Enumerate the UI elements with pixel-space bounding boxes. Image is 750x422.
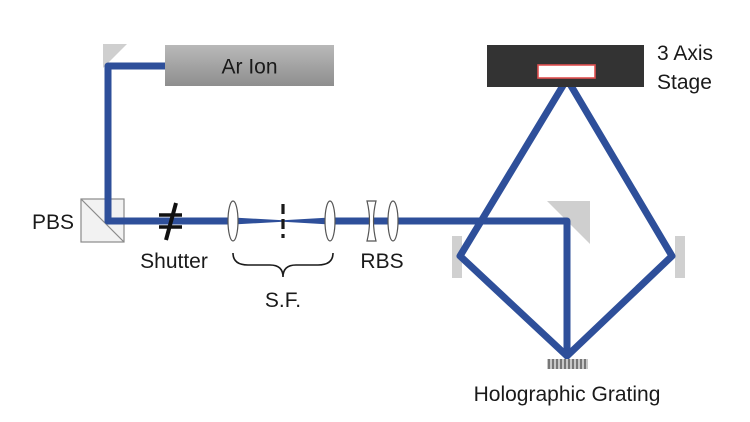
- holographic-grating: [547, 359, 588, 369]
- stage-label-line2: Stage: [657, 71, 712, 94]
- lens-sf-2: [324, 200, 336, 242]
- rbs-convex-lens: [387, 200, 399, 242]
- rbs-label: RBS: [360, 250, 403, 273]
- mirror-top-left: [103, 44, 127, 68]
- lens-sf-1: [227, 200, 239, 242]
- beam-sf-focus: [233, 217, 283, 225]
- ar-ion-laser: [165, 45, 334, 86]
- beam-sf-diverge: [283, 217, 330, 225]
- sample: [537, 64, 596, 79]
- beam-laser-out: [104, 62, 169, 225]
- sf-label: S.F.: [265, 289, 301, 312]
- pbs-label: PBS: [32, 211, 74, 234]
- shutter-label: Shutter: [140, 250, 208, 273]
- sf-brace: [232, 252, 334, 278]
- beam-after-sf: [326, 217, 571, 360]
- shutter-icon: [159, 202, 182, 241]
- mirror-right-side: [675, 236, 685, 278]
- grating-label: Holographic Grating: [474, 383, 661, 406]
- stage-label-line1: 3 Axis: [657, 42, 713, 65]
- laser-label: Ar Ion: [221, 56, 277, 79]
- rbs-concave-lens: [366, 200, 377, 242]
